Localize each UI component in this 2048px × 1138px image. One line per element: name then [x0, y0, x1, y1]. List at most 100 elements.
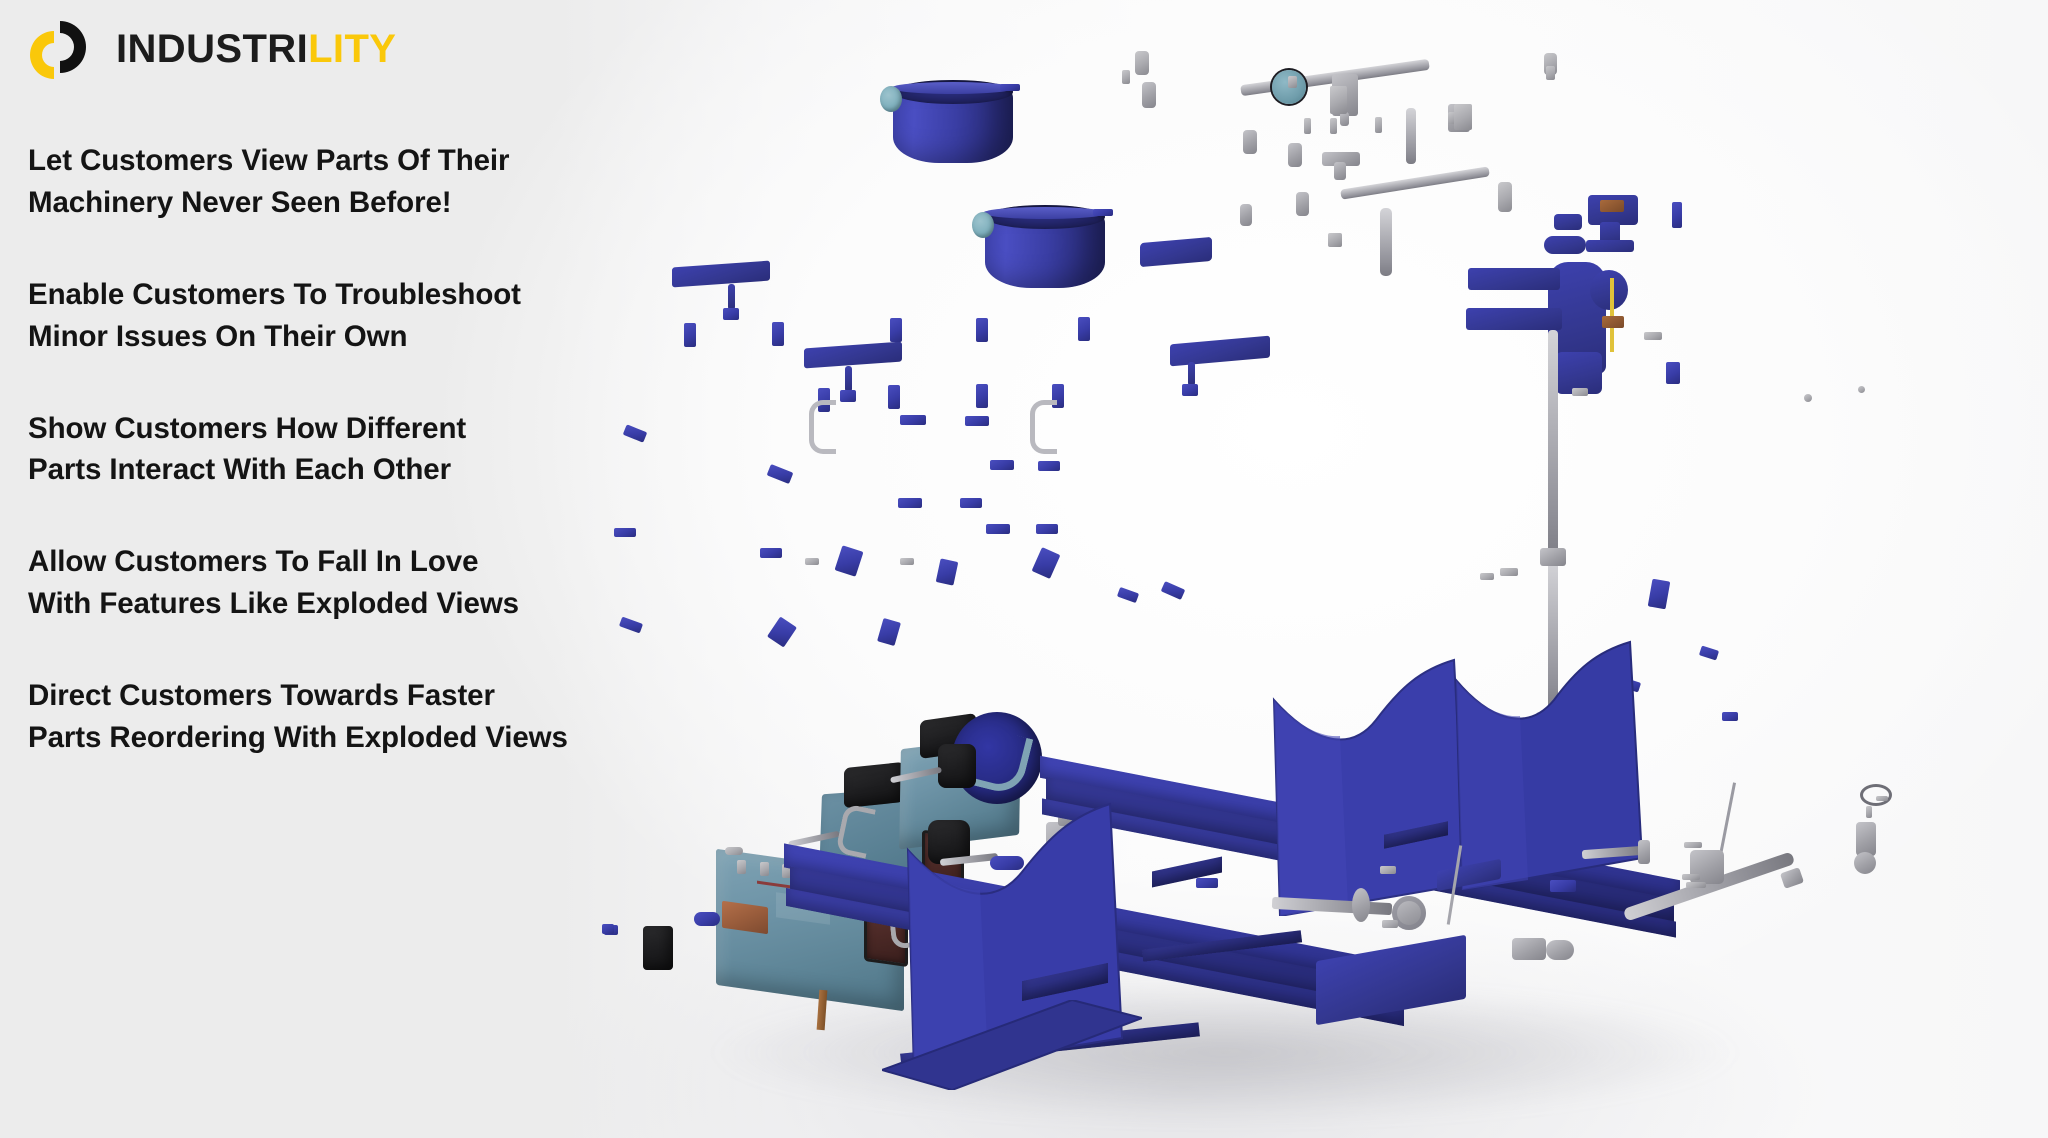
tie-rod-hex-head — [1779, 867, 1805, 889]
skid-stub-1 — [1196, 878, 1218, 888]
benefit-troubleshoot-line2: Minor Issues On Their Own — [28, 319, 408, 353]
benefit-fall-in-love-line1: Allow Customers To Fall In Love — [28, 545, 479, 579]
bracket-upper-left-stem — [728, 284, 735, 310]
fastener — [888, 385, 900, 409]
steam-valve-seat-ring — [1600, 200, 1624, 212]
pipe-tee-fitting-2 — [1296, 192, 1309, 216]
benefit-fall-in-love-line2: With Features Like Exploded Views — [28, 587, 519, 621]
drain-coupling-2 — [1546, 940, 1574, 960]
side-valve-washer-2 — [1682, 874, 1700, 880]
fastener-gray — [1500, 568, 1518, 576]
fastener — [760, 548, 782, 558]
burner-handle-knob — [725, 847, 743, 855]
brand-logo[interactable]: INDUSTRILITY — [28, 17, 396, 81]
industrility-logo-icon — [30, 21, 86, 79]
fastener — [834, 545, 864, 577]
burner-switch-2 — [760, 862, 769, 876]
benefit-view-parts-line1: Let Customers View Parts Of Their — [28, 144, 510, 177]
fastener-gray — [1480, 573, 1494, 580]
side-sleeve-1 — [1856, 822, 1876, 856]
benefit-reordering-line2: Parts Reordering With Exploded Views — [28, 720, 568, 754]
benefit-interaction: Show Customers How Different Parts Inter… — [28, 408, 678, 492]
fastener — [1036, 524, 1058, 534]
side-washer-tiny — [1876, 796, 1888, 801]
square-washer-u1 — [1328, 233, 1342, 247]
steam-valve-linkage — [1610, 278, 1614, 352]
burner-switch-1 — [737, 860, 746, 874]
fastener — [1698, 645, 1720, 661]
small-bolt-u4 — [1288, 76, 1297, 88]
bracket-upper-right — [1170, 335, 1270, 367]
blower-hub — [938, 744, 976, 788]
fastener — [935, 558, 959, 586]
valve-washer-r3 — [1498, 182, 1512, 212]
bracket-upper-right-nut — [1182, 384, 1198, 396]
manifold-stub-pipe — [1380, 208, 1392, 276]
fastener — [622, 424, 648, 443]
fastener — [684, 323, 696, 347]
fastener-gray — [900, 558, 914, 565]
expansion-tank-upper-lug — [1000, 84, 1020, 91]
bracket-mid-left — [804, 341, 902, 369]
burner-switch-3 — [782, 864, 791, 878]
expansion-tank-lower-rim — [983, 207, 1107, 219]
steam-valve-flange — [1586, 240, 1634, 252]
valve-chip-r2 — [1666, 362, 1680, 384]
fastener — [976, 318, 988, 342]
fastener — [614, 528, 636, 537]
pin-bolt-u3 — [1546, 66, 1555, 80]
support-saddle-foot-front — [882, 1000, 1142, 1090]
steam-valve-outlet-arm — [1466, 308, 1562, 330]
handle-hook-2 — [1030, 400, 1057, 454]
fastener-gray — [805, 558, 819, 565]
benefits-list: Let Customers View Parts Of Their Machin… — [28, 140, 678, 759]
fastener — [990, 460, 1014, 470]
steam-valve-actuator-nut — [1602, 316, 1624, 328]
steam-riser-coupling — [1540, 548, 1566, 566]
skid-mount-plate — [1316, 934, 1466, 1026]
small-bolt-u2 — [1330, 118, 1337, 134]
bracket-mid-left-nut — [840, 390, 856, 402]
manifold-branch-pipe — [1340, 166, 1490, 200]
manifold-vertical-pipe — [1406, 108, 1416, 164]
fastener — [1722, 712, 1738, 721]
fastener — [1031, 547, 1061, 579]
fastener — [1647, 578, 1671, 610]
pin-bolt-u1 — [1135, 51, 1149, 75]
fastener — [898, 498, 922, 508]
benefit-troubleshoot: Enable Customers To Troubleshoot Minor I… — [28, 274, 678, 358]
handle-hook-1 — [809, 400, 836, 454]
stray-fastener-topright-2 — [1858, 386, 1865, 393]
fastener — [960, 498, 982, 508]
brand-name-accent: LITY — [308, 27, 397, 71]
expansion-tank-lower-cap — [972, 212, 994, 238]
expansion-tank-upper-rim — [891, 82, 1015, 94]
fastener — [772, 322, 784, 346]
benefit-troubleshoot-line1: Enable Customers To Troubleshoot — [28, 277, 521, 311]
base-washer-1 — [1380, 866, 1396, 874]
fastener — [965, 416, 989, 426]
brand-name-primary: INDUSTRI — [116, 27, 309, 71]
drain-coupling-1 — [1512, 938, 1546, 960]
pipe-tee-fitting-3 — [1240, 204, 1252, 226]
fastener — [1160, 581, 1186, 600]
bracket-upper-right-stem — [1188, 362, 1195, 386]
benefit-view-parts-line2: Machinery Never Seen Before! — [28, 185, 452, 219]
pipe-elbow-fitting-1 — [1288, 143, 1302, 167]
fastener — [890, 318, 902, 342]
benefit-interaction-line1: Show Customers How Different — [28, 411, 467, 445]
fastener — [1078, 317, 1090, 341]
block-part-u2 — [1330, 86, 1347, 114]
steam-valve-lower-boss — [1556, 352, 1602, 394]
side-valve-washer-3 — [1686, 882, 1706, 888]
valve-washer-r1 — [1644, 332, 1662, 340]
bracket-mid-left-stem — [845, 366, 852, 392]
base-washer-2 — [1382, 920, 1398, 928]
fastener — [766, 463, 794, 485]
manifold-valve-stem — [1340, 112, 1349, 126]
fastener — [618, 616, 644, 634]
stray-fastener-left — [602, 924, 614, 934]
valve-washer-r2 — [1572, 388, 1588, 396]
